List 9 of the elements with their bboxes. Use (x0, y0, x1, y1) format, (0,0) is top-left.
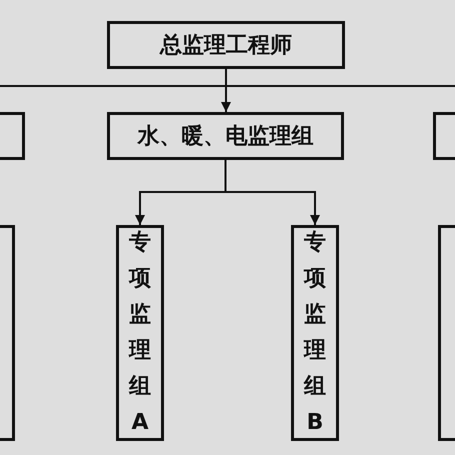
title-box: 总监理工程师 (107, 21, 345, 69)
partial-box (438, 225, 455, 441)
group-box: 专项监理组B (291, 225, 339, 441)
group-box: 专项监理组A (116, 225, 164, 441)
group-box: 水、暖、电监理组 (107, 112, 344, 160)
arrow (221, 69, 231, 112)
partial-box (0, 112, 25, 160)
partial-box (0, 225, 15, 441)
partial-box (433, 112, 455, 160)
